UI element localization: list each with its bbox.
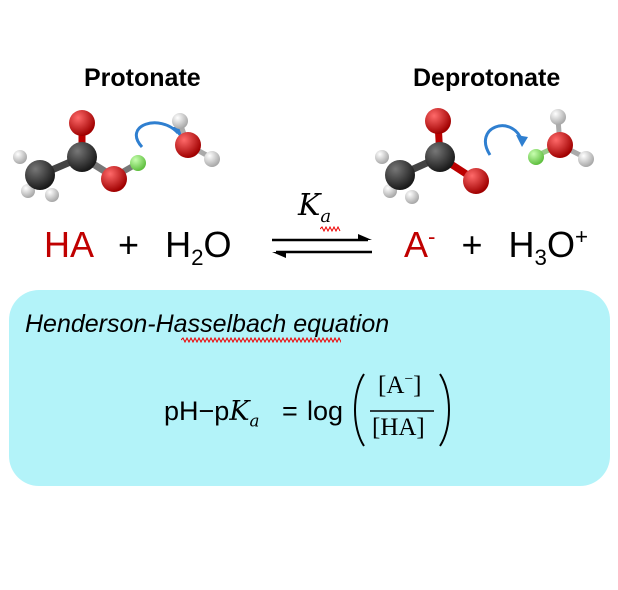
protonate-label: Protonate (84, 64, 201, 92)
hydronium-molecule (528, 109, 594, 167)
acid-dissociation-constant: Ka (298, 188, 332, 227)
formula-lhs: pH−pKa (164, 396, 260, 431)
deprotonate-label: Deprotonate (413, 64, 561, 92)
formula-equals: = (282, 396, 298, 426)
plus-sign: + (461, 224, 483, 265)
equation-title: Henderson-Hasselbach equation (25, 310, 390, 338)
hydronium-formula: H3O+ (508, 224, 588, 271)
acetic-acid-molecule (13, 110, 146, 202)
plus-sign: + (118, 224, 140, 265)
curved-arrow-icon (483, 124, 524, 156)
products: A- + H3O+ (404, 222, 588, 271)
protonated-molecules-illustration (13, 110, 220, 202)
water-formula: H2O (165, 224, 232, 271)
spellcheck-underline (181, 337, 341, 343)
conjugate-base-formula: A- (404, 224, 436, 265)
spellcheck-underline (320, 226, 341, 232)
deprotonated-molecules-illustration (375, 108, 594, 204)
water-molecule (172, 113, 220, 167)
acetate-molecule (375, 108, 489, 204)
curved-arrow-icon (134, 121, 180, 149)
reactants: HA + H2O (44, 222, 232, 271)
equation-panel (9, 290, 610, 486)
formula-fraction (354, 373, 450, 447)
formula-log: log (307, 396, 344, 426)
formula-denominator: [HA] (372, 414, 425, 441)
formula-numerator: [A−] (378, 370, 422, 399)
acid-formula: HA (44, 224, 93, 265)
equilibrium-arrows-icon (272, 234, 372, 258)
